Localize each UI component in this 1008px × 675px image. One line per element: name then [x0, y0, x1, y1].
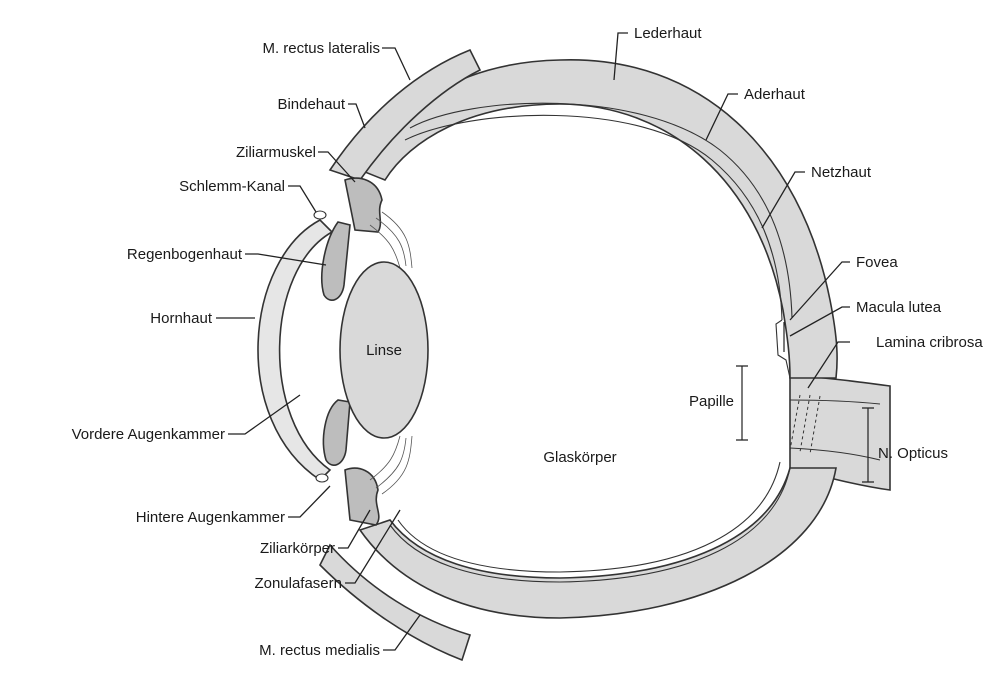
- schlemm-canal-lower-shape: [316, 474, 328, 482]
- label-hornhaut: Hornhaut: [150, 310, 213, 327]
- label-aderhaut: Aderhaut: [744, 86, 806, 103]
- label-glaskoerper: Glaskörper: [543, 449, 616, 466]
- papille-marker: [736, 366, 748, 440]
- label-zonulafasern: Zonulafasern: [254, 575, 342, 592]
- label-m-rectus-medialis: M. rectus medialis: [259, 642, 380, 659]
- label-hintere-augenkammer: Hintere Augenkammer: [136, 509, 285, 526]
- label-netzhaut: Netzhaut: [811, 164, 872, 181]
- label-lederhaut: Lederhaut: [634, 25, 702, 42]
- schlemm-canal-shape: [314, 211, 326, 219]
- label-ziliarmuskel: Ziliarmuskel: [236, 144, 316, 161]
- label-linse: Linse: [366, 342, 402, 359]
- label-papille: Papille: [689, 393, 734, 410]
- label-vordere-augenkammer: Vordere Augenkammer: [72, 426, 225, 443]
- label-macula-lutea: Macula lutea: [856, 299, 942, 316]
- label-schlemm-kanal: Schlemm-Kanal: [179, 178, 285, 195]
- label-regenbogenhaut: Regenbogenhaut: [127, 246, 243, 263]
- label-bindehaut: Bindehaut: [277, 96, 345, 113]
- label-fovea: Fovea: [856, 254, 898, 271]
- label-ziliarkoerper: Ziliarkörper: [260, 540, 335, 557]
- cornea: [258, 220, 332, 480]
- label-m-rectus-lateralis: M. rectus lateralis: [262, 40, 380, 57]
- sclera-ring: [360, 60, 837, 618]
- label-lamina-cribrosa: Lamina cribrosa: [876, 334, 983, 351]
- label-n-opticus: N. Opticus: [878, 445, 948, 462]
